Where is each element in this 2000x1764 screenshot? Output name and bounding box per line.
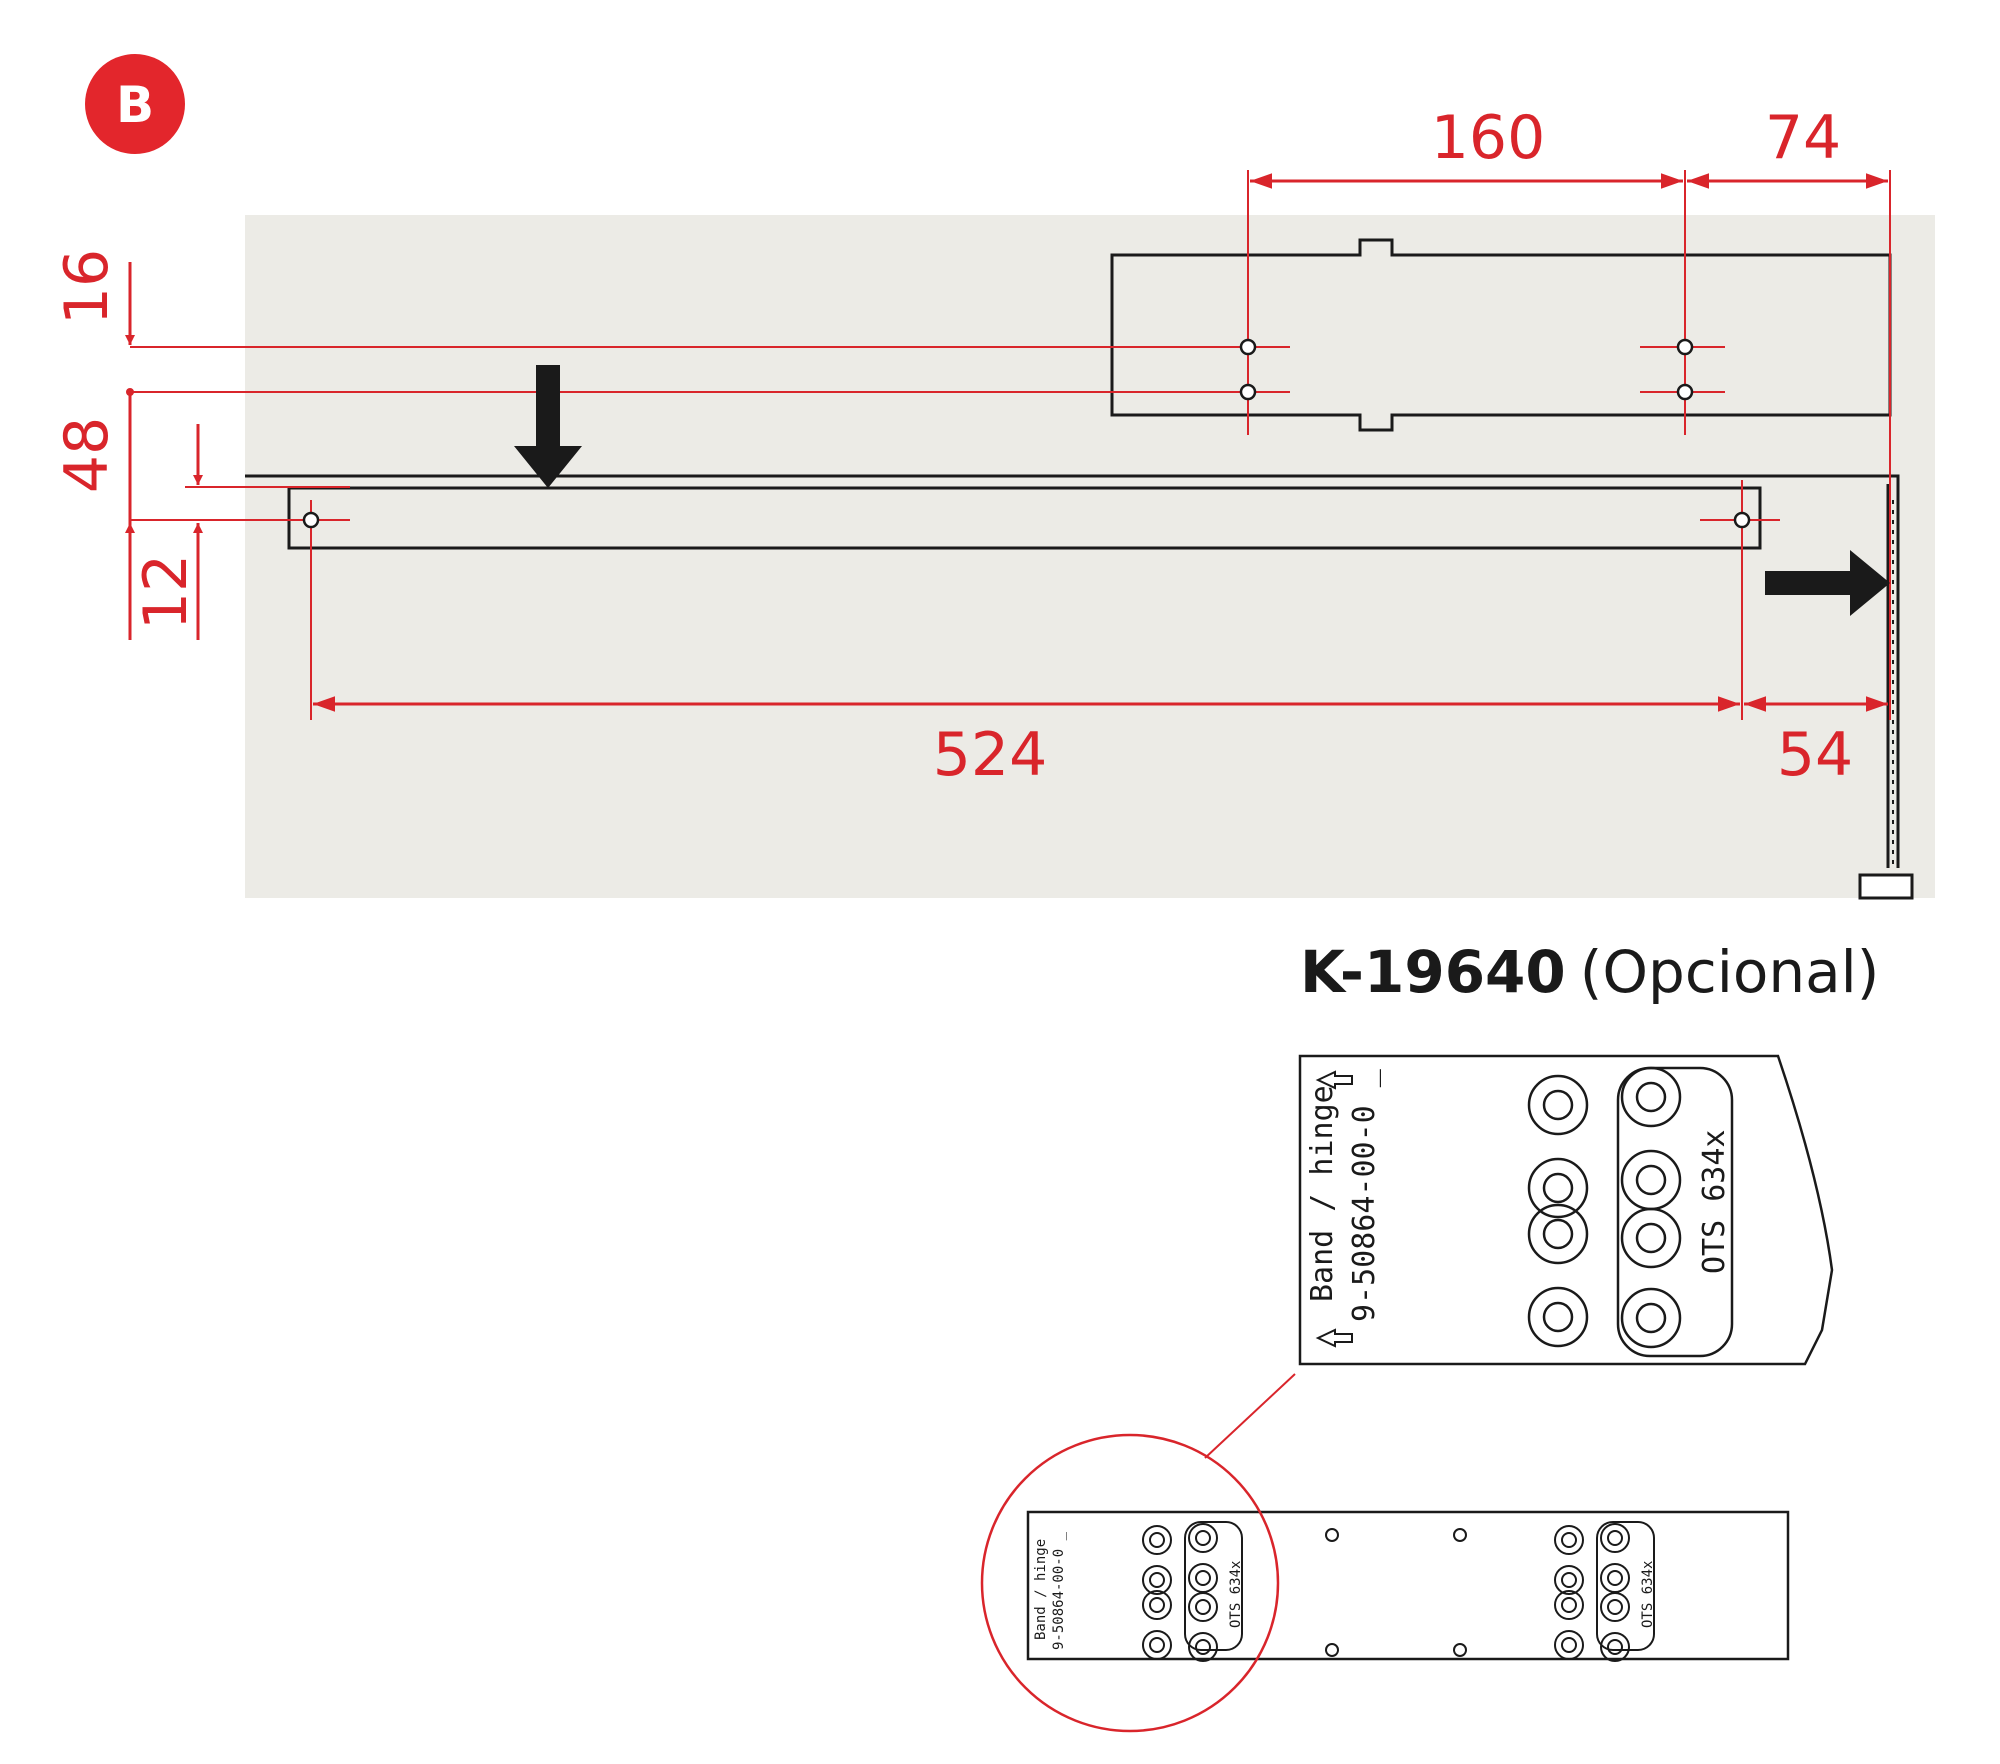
plate-label-part-number: 9-50864-00-0 _ — [1347, 1068, 1382, 1322]
small-label-part-number: 9-50864-00-0 _ — [1051, 1531, 1067, 1650]
plate-label-model: OTS 634x — [1697, 1130, 1732, 1275]
plate-full-outline — [1026, 1510, 1790, 1661]
plate-slot-outline — [1616, 1066, 1734, 1358]
dimension-54: 54 — [1777, 720, 1853, 790]
arrow-up-outline-icon — [1315, 1070, 1353, 1090]
dimension-74: 74 — [1765, 103, 1841, 173]
dimension-524: 524 — [933, 720, 1048, 790]
right-arrow-icon — [1765, 550, 1890, 616]
down-arrow-icon — [514, 365, 582, 488]
arrow-down-outline-icon — [1315, 1328, 1353, 1348]
mounting-holes — [302, 338, 1751, 529]
optional-plate-heading: K-19640(Opcional) — [1300, 938, 1879, 1006]
plate-full-small: Band / hinge 9-50864-00-0 _ OTS 634x OTS… — [1026, 1510, 1790, 1662]
small-label-model-right: OTS 634x — [1640, 1561, 1656, 1628]
mounting-plate-outline — [287, 486, 1762, 550]
small-label-model-left: OTS 634x — [1228, 1561, 1244, 1628]
frame-line — [245, 474, 1900, 868]
dimension-arrows — [125, 173, 1888, 712]
badge-letter: B — [116, 76, 154, 134]
plate-label-band-hinge: Band / hinge — [1305, 1085, 1340, 1302]
plate-detail-enlarged: Band / hinge 9-50864-00-0 _ OTS 634x — [1298, 1054, 1834, 1366]
plate-detail-holes — [1527, 1066, 1682, 1349]
dimension-160: 160 — [1431, 103, 1546, 173]
hinge-block — [1858, 873, 1914, 900]
plate-detail-outline — [1298, 1054, 1834, 1366]
small-label-band-hinge: Band / hinge — [1033, 1539, 1049, 1640]
plate-code: K-19640 — [1300, 938, 1566, 1006]
badge-circle — [85, 54, 185, 154]
dimension-12: 12 — [131, 554, 201, 630]
plate-optional-note: (Opcional) — [1580, 938, 1880, 1006]
section-badge: B — [85, 54, 185, 154]
zoom-connector-line — [1204, 1373, 1296, 1459]
door-panel-background — [245, 215, 1935, 898]
plate-full-holes — [1142, 1521, 1655, 1662]
dimension-16: 16 — [52, 249, 122, 325]
dimension-48: 48 — [52, 417, 122, 493]
zoom-circle — [980, 1433, 1280, 1733]
